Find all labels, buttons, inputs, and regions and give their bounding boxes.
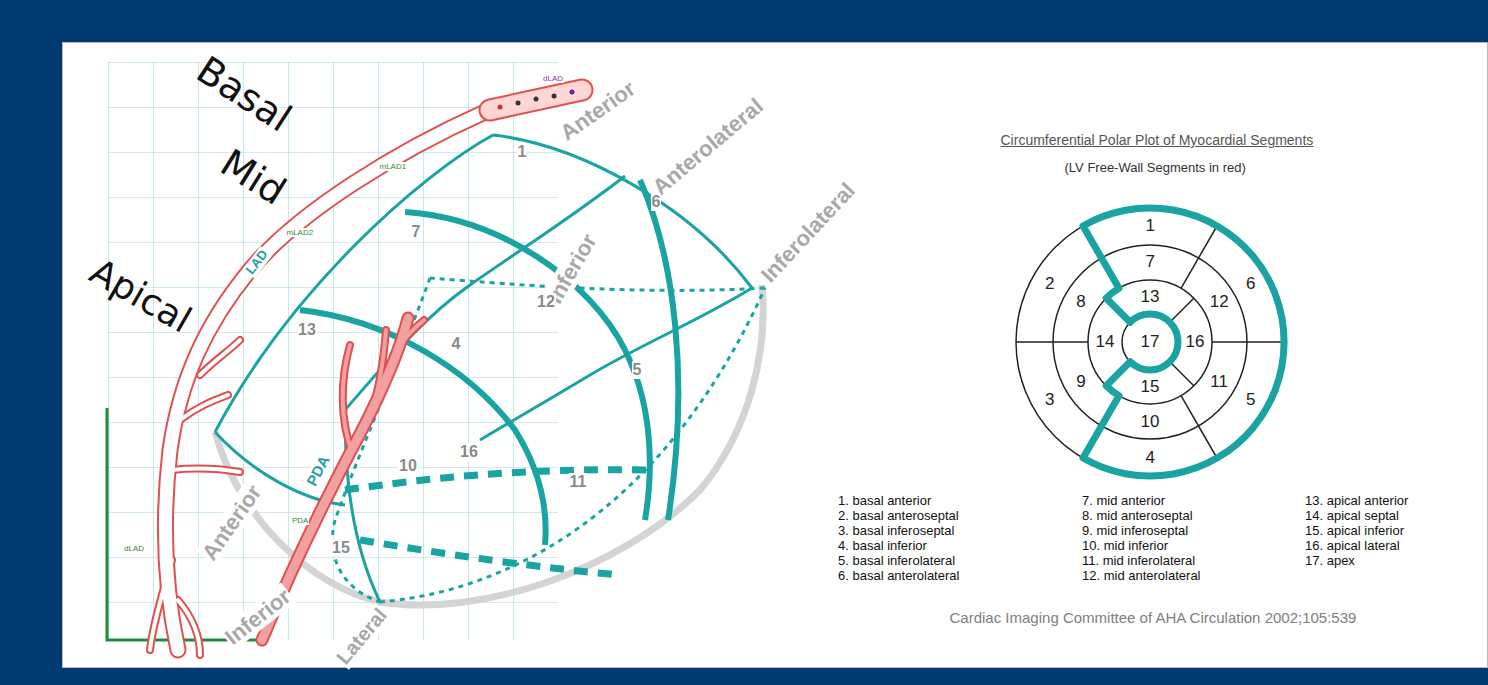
- segment-number: 1: [517, 143, 528, 161]
- segment-number: 8: [1076, 292, 1085, 312]
- level-boundaries: [300, 180, 678, 545]
- segment-number: 3: [1045, 390, 1054, 410]
- segment-name: 1. basal anterior: [838, 494, 931, 509]
- plot-subtitle: (LV Free-Wall Segments in red): [1065, 161, 1246, 176]
- back-lines: [332, 278, 765, 602]
- segment-name: 3. basal inferoseptal: [838, 524, 954, 539]
- segment-number: 5: [632, 361, 643, 379]
- segment-number: 2: [1045, 274, 1054, 294]
- segment-number: 9: [1076, 372, 1085, 392]
- segment-name: 10. mid inferior: [1082, 539, 1168, 554]
- segment-name: 12. mid anterolateral: [1082, 569, 1201, 584]
- segment-number: 1: [1146, 216, 1155, 236]
- segment-name: 5. basal inferolateral: [838, 554, 955, 569]
- axis: [107, 408, 268, 640]
- segment-name: 15. apical inferior: [1305, 524, 1404, 539]
- segment-number: 16: [1186, 332, 1205, 352]
- bullseye: [1016, 208, 1284, 476]
- segment-lines: [215, 135, 752, 602]
- segment-name: 9. mid inferoseptal: [1082, 524, 1188, 539]
- segment-number: 15: [1141, 377, 1160, 397]
- vessel-tag: mLAD1: [379, 162, 408, 171]
- segment-number: 7: [1146, 252, 1155, 272]
- segment-name: 14. apical septal: [1305, 509, 1399, 524]
- segment-number: 5: [1246, 390, 1255, 410]
- segment-number: 12: [1210, 292, 1229, 312]
- segment-number: 10: [398, 457, 418, 475]
- segment-number: 17: [1141, 332, 1160, 352]
- plot-title: Circumferential Polar Plot of Myocardial…: [1001, 132, 1314, 148]
- segment-number: 11: [569, 473, 588, 491]
- segment-name: 7. mid anterior: [1082, 494, 1165, 509]
- segment-name: 11. mid inferolateral: [1082, 554, 1195, 569]
- segment-number: 6: [1246, 274, 1255, 294]
- segment-number: 12: [536, 293, 556, 311]
- segment-name: 6. basal anterolateral: [838, 569, 959, 584]
- vessel-tag: dLAD: [542, 74, 564, 83]
- segment-number: 6: [651, 193, 662, 211]
- segment-number: 16: [459, 443, 479, 461]
- segment-name: 13. apical anterior: [1305, 494, 1408, 509]
- segment-number: 7: [411, 223, 422, 241]
- segment-number: 10: [1141, 412, 1160, 432]
- segment-number: 13: [297, 321, 317, 339]
- citation: Cardiac Imaging Committee of AHA Circula…: [950, 609, 1357, 626]
- segment-number: 15: [331, 539, 351, 557]
- segment-number: 11: [1210, 372, 1228, 392]
- segment-name: 16. apical lateral: [1305, 539, 1400, 554]
- segment-number: 14: [1096, 332, 1115, 352]
- segment-name: 4. basal inferior: [838, 539, 927, 554]
- vessel-tag: dLAD: [123, 544, 145, 553]
- segment-number: 4: [451, 335, 462, 353]
- grid: [108, 62, 558, 640]
- free-wall-outline: [1083, 208, 1284, 476]
- segment-number: 13: [1141, 287, 1160, 307]
- segment-number: 4: [1146, 448, 1155, 468]
- vessel-tag: mLAD2: [286, 228, 315, 237]
- segment-name: 8. mid anteroseptal: [1082, 509, 1193, 524]
- back-boundaries: [345, 470, 650, 575]
- segment-name: 17. apex: [1305, 554, 1355, 569]
- vessel-tag: PDA: [291, 516, 309, 525]
- segment-name: 2. basal anteroseptal: [838, 509, 959, 524]
- lad-vessel: [150, 90, 582, 656]
